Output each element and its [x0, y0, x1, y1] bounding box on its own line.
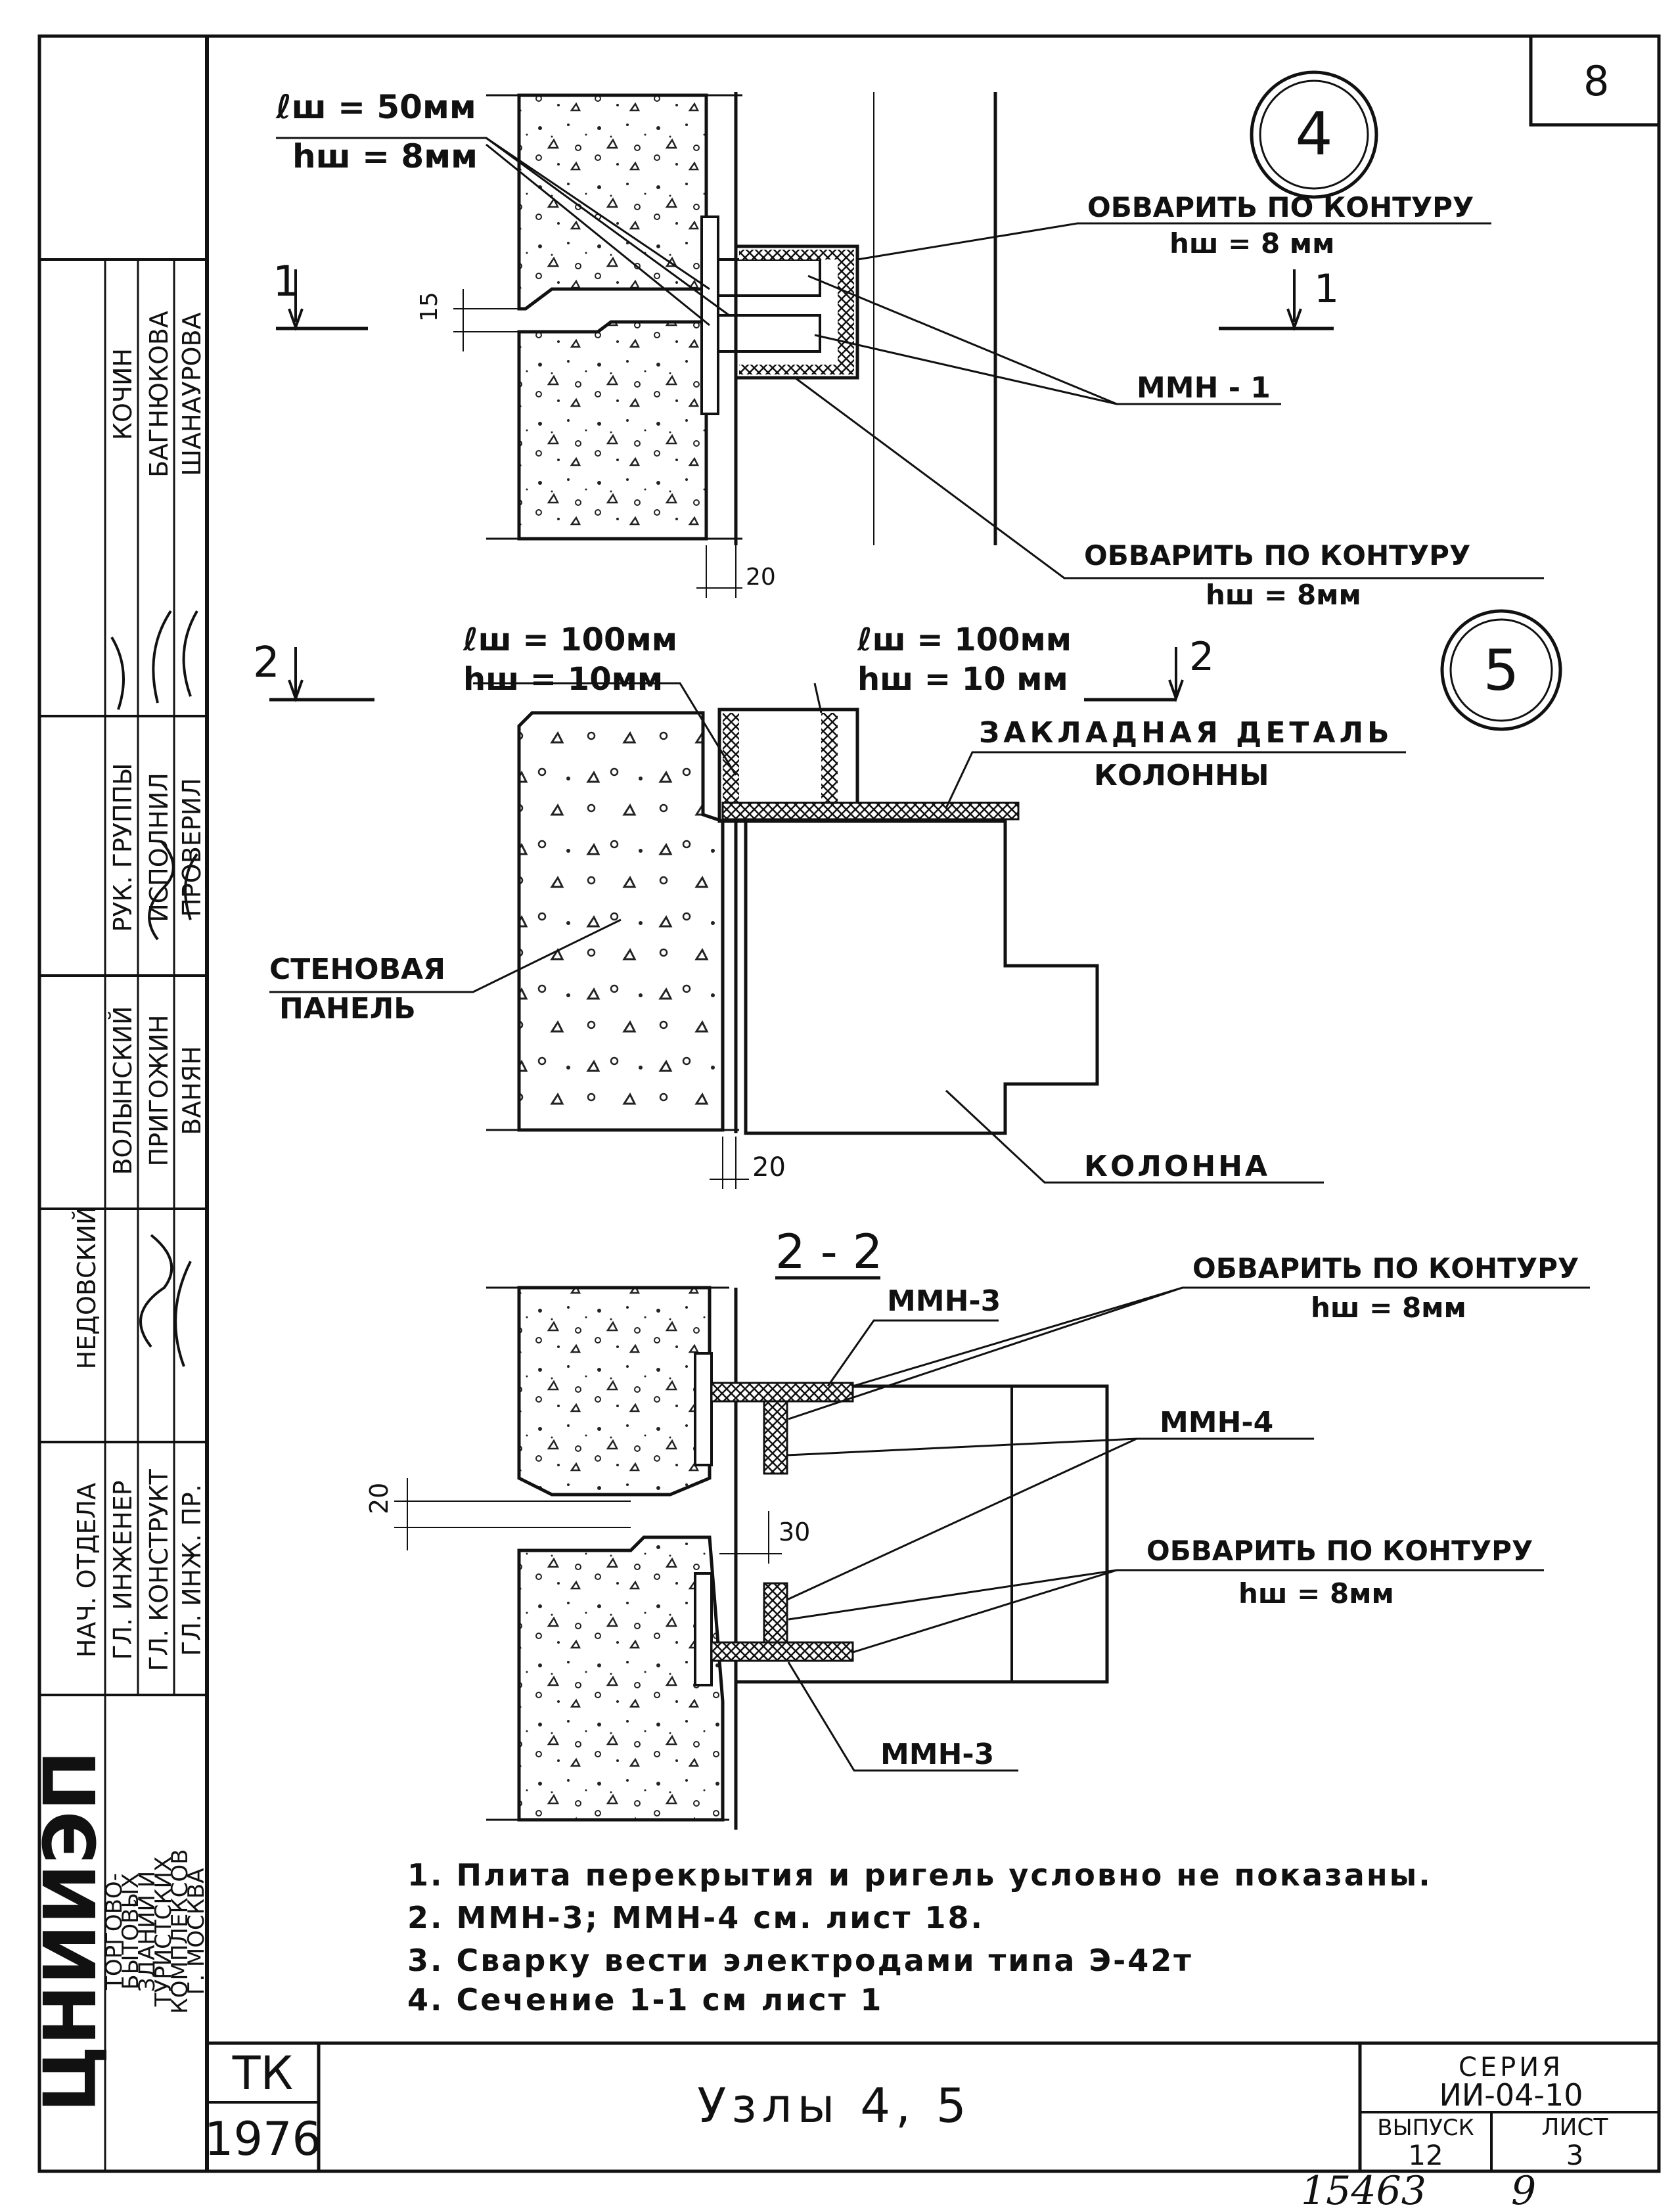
org-logo: ЦНИИЭП [28, 1750, 112, 2112]
node5-panel-2: ПАНЕЛЬ [279, 992, 416, 1026]
node5-dim-20: 20 [752, 1152, 786, 1183]
sheet-value: 3 [1566, 2139, 1584, 2171]
stamp-role-4: ГЛ. ИНЖ. ПР. [177, 1484, 206, 1656]
node4-weld-top-1: ОБВАРИТЬ ПО КОНТУРУ [1087, 191, 1474, 223]
stamp-org-4: ТУРИСТСКИХ [150, 1857, 177, 2008]
signature-3 [110, 610, 198, 710]
note-1: 1. Плита перекрытия и ригель условно не … [407, 1857, 1432, 1893]
node5-weld2-len: ℓш = 100мм [857, 621, 1072, 658]
stamp-role-2: ГЛ. ИНЖЕНЕР [108, 1480, 137, 1659]
section22-dim-20: 20 [365, 1483, 394, 1514]
stamp-name-1: НЕДОВСКИЙ [72, 1206, 101, 1370]
notes: 1. Плита перекрытия и ригель условно не … [407, 1857, 1432, 2018]
footer-page-number: 9 [1511, 2168, 1536, 2212]
section22-dim-30: 30 [779, 1518, 810, 1546]
note-3: 3. Сварку вести электродами типа Э-42т [407, 1943, 1193, 1978]
stamp-role2-2: ИСПОЛНИЛ [145, 773, 173, 922]
node-4: 4 1 1 ℓш [273, 70, 1544, 611]
stamp-org-5: КОМПЛЕКСОВ [167, 1849, 193, 2014]
section22-mmn3-bottom: ММН-3 [880, 1738, 994, 1771]
stamp-name2-2: БАГНЮКОВА [145, 311, 173, 478]
node5-section-right: 2 [1189, 634, 1214, 680]
signature-2 [139, 1234, 192, 1367]
node4-circle-outer [1250, 70, 1378, 199]
signature-1 [148, 840, 198, 941]
node4-circle-inner [1259, 79, 1369, 190]
title-year: 1976 [204, 2112, 321, 2166]
node4-panel-lower [517, 320, 708, 541]
title-block: ТК 1976 Узлы 4, 5 СЕРИЯ ИИ-04-10 ВЫПУСК … [204, 2041, 1659, 2171]
stamp-name-3: ПРИГОЖИН [145, 1015, 173, 1167]
section22-title: 2 - 2 [775, 1224, 882, 1279]
stamp-name2-1: КОЧИН [108, 348, 137, 440]
section22-weld-top-1: ОБВАРИТЬ ПО КОНТУРУ [1192, 1252, 1579, 1284]
node4-dim-20: 20 [746, 564, 776, 591]
series-label: СЕРИЯ [1459, 2052, 1564, 2083]
node5-embed-2: КОЛОННЫ [1094, 759, 1269, 792]
title-code: ТК [232, 2046, 293, 2100]
node4-weld-bottom-1: ОБВАРИТЬ ПО КОНТУРУ [1084, 539, 1470, 572]
stamp-org-1: ТОРГОВО- [101, 1873, 127, 1991]
footer-archive-number: 15463 [1301, 2168, 1426, 2212]
stamp-role2-3: ПРОВЕРИЛ [177, 778, 206, 916]
node4-mmn1: ММН - 1 [1137, 371, 1271, 405]
stamp-name-4: ВАНЯН [177, 1046, 206, 1135]
node5-weld2-h: hш = 10 мм [857, 661, 1068, 698]
sheet-number-box [1529, 34, 1661, 127]
stamp-org-2: БЫТОВЫХ [118, 1873, 144, 1989]
node4-weld-h: hш = 8мм [292, 137, 478, 175]
node5-circle-outer [1440, 609, 1562, 731]
section22-mmn3-top: ММН-3 [887, 1284, 1001, 1318]
node5-column-label: КОЛОННА [1084, 1150, 1270, 1183]
node-5: 5 2 2 ℓш = 100мм hш = 10мм ℓш = 100мм hш… [253, 609, 1562, 1189]
section22-panel-lower [517, 1535, 725, 1822]
node4-weld-len: ℓш = 50мм [275, 88, 476, 126]
section22-panel-upper [517, 1286, 712, 1497]
section22-weld-bottom-2: hш = 8мм [1238, 1577, 1394, 1610]
section22-mmn4: ММН-4 [1160, 1406, 1273, 1439]
sheet-outer-border [37, 34, 1661, 2173]
drawing-title: Узлы 4, 5 [697, 2078, 971, 2133]
issue-label: ВЫПУСК [1377, 2115, 1474, 2141]
node5-weld1-len: ℓш = 100мм [463, 621, 677, 658]
node5-circle-inner [1449, 618, 1553, 722]
sheet-number: 8 [1583, 57, 1609, 105]
stamp-role-3: ГЛ. КОНСТРУКТ [145, 1469, 173, 1671]
node4-weld-bottom-2: hш = 8мм [1206, 579, 1361, 611]
node5-column [744, 819, 1099, 1135]
node4-section-left: 1 [273, 258, 300, 306]
section22-weld-top-2: hш = 8мм [1311, 1292, 1466, 1324]
stamp-org-3: ЗДАНИЙ И [133, 1871, 160, 1992]
side-stamp: НЕДОВСКИЙ ВОЛЫНСКИЙ ПРИГОЖИН ВАНЯН НАЧ. … [28, 258, 210, 2171]
node5-wall-panel [517, 711, 725, 1132]
stamp-name-2: ВОЛЫНСКИЙ [108, 1006, 137, 1175]
node4-dim-15: 15 [416, 292, 443, 322]
node4-section-right: 1 [1314, 266, 1339, 312]
stamp-name2-3: ШАНАУРОВА [177, 312, 206, 476]
series-value: ИИ-04-10 [1439, 2077, 1583, 2113]
node5-embed-1: ЗАКЛАДНАЯ ДЕТАЛЬ [979, 716, 1393, 750]
sheet-label: ЛИСТ [1541, 2114, 1608, 2141]
node5-panel-1: СТЕНОВАЯ [269, 953, 445, 986]
stamp-org-6: Г. МОСКВА [183, 1868, 210, 1995]
node5-section-left: 2 [253, 639, 280, 687]
node4-panel-upper [517, 93, 708, 311]
node4-label: 4 [1295, 100, 1332, 169]
issue-value: 12 [1408, 2139, 1443, 2171]
stamp-role-1: НАЧ. ОТДЕЛА [72, 1483, 101, 1658]
node5-label: 5 [1483, 638, 1520, 704]
stamp-role2-1: РУК. ГРУППЫ [108, 763, 137, 932]
node4-weld-top-2: hш = 8 мм [1169, 227, 1334, 260]
section-2-2: 2 - 2 ММН-3 ОБВАРИТЬ ПО КОНТУРУ hш = 8мм [365, 1224, 1590, 1830]
note-2: 2. ММН-3; ММН-4 см. лист 18. [407, 1900, 984, 1935]
note-4: 4. Сечение 1-1 см лист 1 [407, 1982, 883, 2018]
section22-weld-bottom-1: ОБВАРИТЬ ПО КОНТУРУ [1146, 1535, 1533, 1567]
node5-weld1-h: hш = 10мм [463, 661, 663, 698]
